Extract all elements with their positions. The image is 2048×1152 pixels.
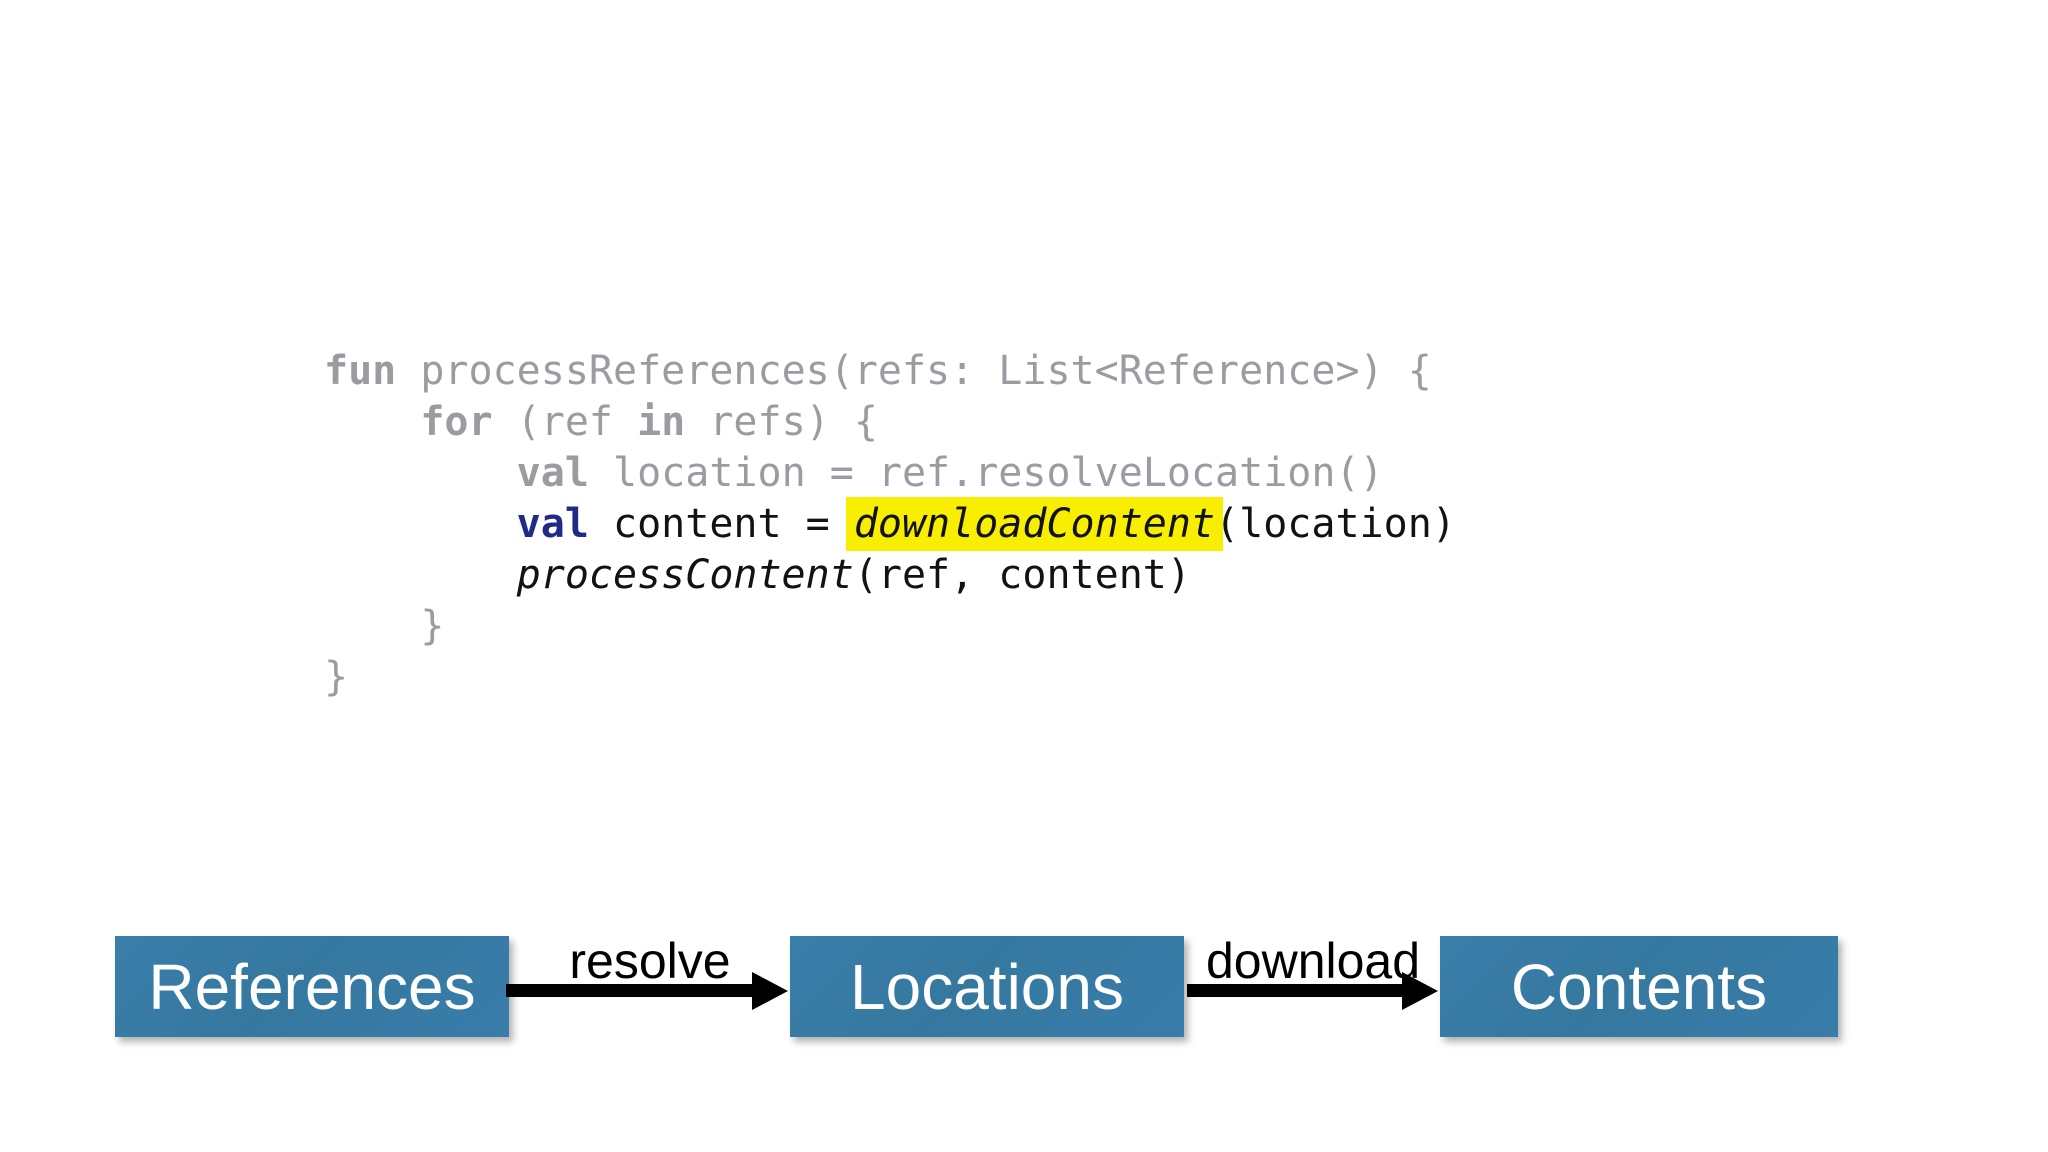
code-keyword: fun [324,348,397,394]
code-keyword: val [516,450,589,496]
code-token: (location) [1215,501,1456,547]
code-indent [324,552,517,598]
code-token: } [324,603,445,649]
code-token: location = ref.resolveLocation() [588,450,1384,496]
code-line: processContent(ref, content) [324,550,1456,601]
code-keyword: val [516,501,589,547]
code-line: val location = ref.resolveLocation() [324,448,1456,499]
code-indent [324,450,517,496]
arrow-resolve-head-icon [752,972,788,1010]
code-keyword: for [420,399,493,445]
arrow-download-label: download [1205,933,1421,989]
arrow-resolve-shaft [506,984,754,997]
code-block: fun processReferences(refs: List<Referen… [324,346,1456,703]
arrow-download-shaft [1187,984,1404,997]
code-token: (ref [492,399,638,445]
code-token: (ref, content) [853,552,1191,598]
code-function-name: processContent [516,552,854,598]
diagram-box-locations: Locations [790,936,1184,1037]
diagram-box-references: References [115,936,509,1037]
code-token: content = [588,501,854,547]
code-token: processReferences(refs: List<Reference>)… [396,348,1432,394]
code-line: fun processReferences(refs: List<Referen… [324,346,1456,397]
code-line: for (ref in refs) { [324,397,1456,448]
arrow-resolve-label: resolve [569,933,731,989]
code-line: } [324,652,1456,703]
code-token: } [324,654,349,700]
highlighted-function-name: downloadContent [845,497,1224,551]
code-indent [324,501,517,547]
box-label: Contents [1510,950,1768,1023]
code-keyword: in [637,399,686,445]
arrow-download-head-icon [1402,972,1438,1010]
box-label: References [148,950,476,1023]
code-indent [324,399,420,445]
code-line: } [324,601,1456,652]
box-label: Locations [850,950,1124,1023]
code-token: refs) { [685,399,878,445]
diagram-box-contents: Contents [1440,936,1838,1037]
code-line-highlighted: val content = downloadContent(location) [324,497,1456,551]
